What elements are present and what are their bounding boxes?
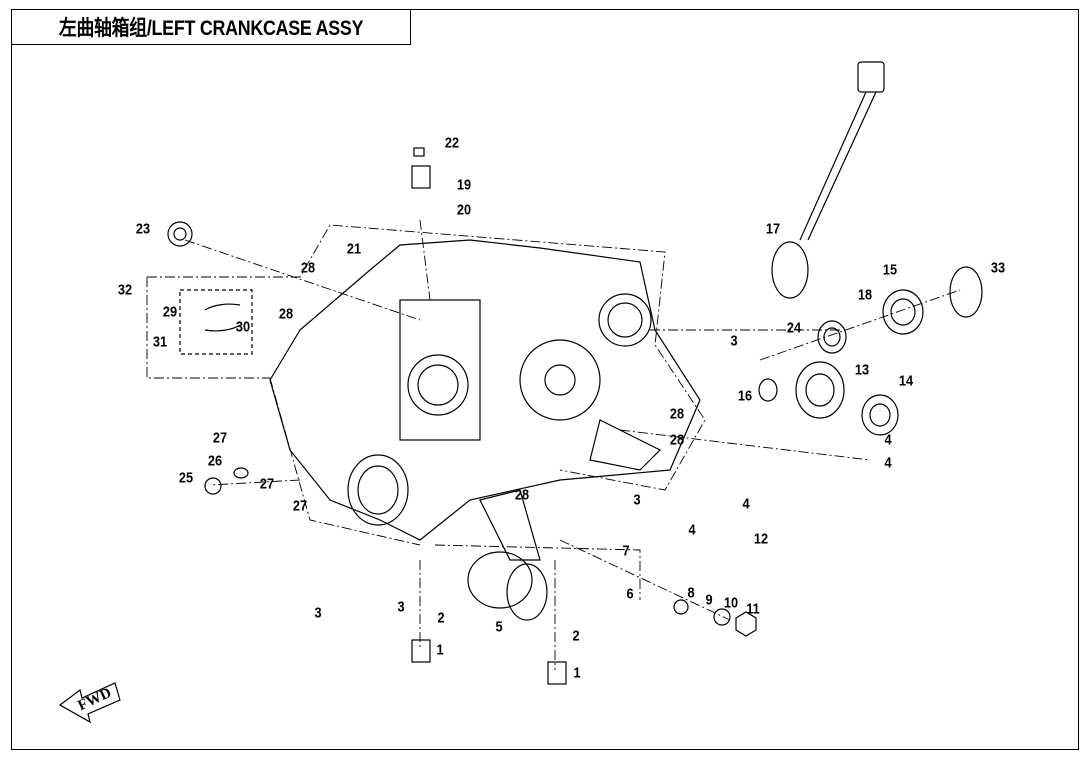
fwd-arrow: [58, 682, 121, 724]
callout-20: 20: [456, 201, 472, 219]
callout-10: 10: [723, 594, 739, 612]
callout-23: 23: [135, 220, 151, 238]
callout-28: 28: [514, 486, 530, 504]
callout-28: 28: [669, 431, 685, 449]
callout-28: 28: [300, 259, 316, 277]
callout-31: 31: [152, 333, 168, 351]
callout-15: 15: [882, 261, 898, 279]
callout-27: 27: [292, 497, 308, 515]
callout-9: 9: [705, 591, 713, 609]
callout-11: 11: [746, 600, 760, 618]
callout-1: 1: [573, 664, 581, 682]
callout-4: 4: [742, 495, 750, 513]
callout-3: 3: [314, 604, 322, 622]
callout-19: 19: [456, 176, 472, 194]
callout-1: 1: [436, 641, 444, 659]
callout-3: 3: [633, 491, 641, 509]
assembly-lines: [146, 219, 961, 670]
callout-26: 26: [207, 452, 223, 470]
parts: [167, 61, 983, 685]
callout-6: 6: [626, 585, 634, 603]
callout-3: 3: [397, 598, 405, 616]
callout-7: 7: [622, 542, 630, 560]
callout-24: 24: [786, 319, 802, 337]
callout-18: 18: [857, 286, 873, 304]
callout-28: 28: [278, 305, 294, 323]
callout-14: 14: [898, 372, 914, 390]
crankcase-body: [269, 239, 701, 541]
callout-25: 25: [178, 469, 194, 487]
callout-33: 33: [990, 259, 1006, 277]
callout-32: 32: [117, 281, 133, 299]
drawing-frame: [11, 9, 1079, 750]
callout-13: 13: [854, 361, 870, 379]
callout-2: 2: [437, 609, 445, 627]
diagram-title: 左曲轴箱组/LEFT CRANKCASE ASSY: [11, 9, 411, 45]
bearing-group-box: [179, 289, 253, 355]
callout-29: 29: [162, 303, 178, 321]
callout-4: 4: [884, 431, 892, 449]
callout-2: 2: [572, 627, 580, 645]
callout-4: 4: [688, 521, 696, 539]
title-text: 左曲轴箱组/LEFT CRANKCASE ASSY: [58, 17, 364, 40]
callout-17: 17: [765, 220, 781, 238]
callout-5: 5: [495, 618, 503, 636]
callout-12: 12: [753, 530, 769, 548]
callout-16: 16: [737, 387, 753, 405]
callout-27: 27: [212, 429, 228, 447]
callout-8: 8: [687, 584, 695, 602]
callout-21: 21: [346, 240, 362, 258]
callout-27: 27: [259, 475, 275, 493]
callout-30: 30: [235, 318, 251, 336]
callout-28: 28: [669, 405, 685, 423]
callout-22: 22: [444, 134, 460, 152]
callout-4: 4: [884, 454, 892, 472]
callout-3: 3: [730, 332, 738, 350]
